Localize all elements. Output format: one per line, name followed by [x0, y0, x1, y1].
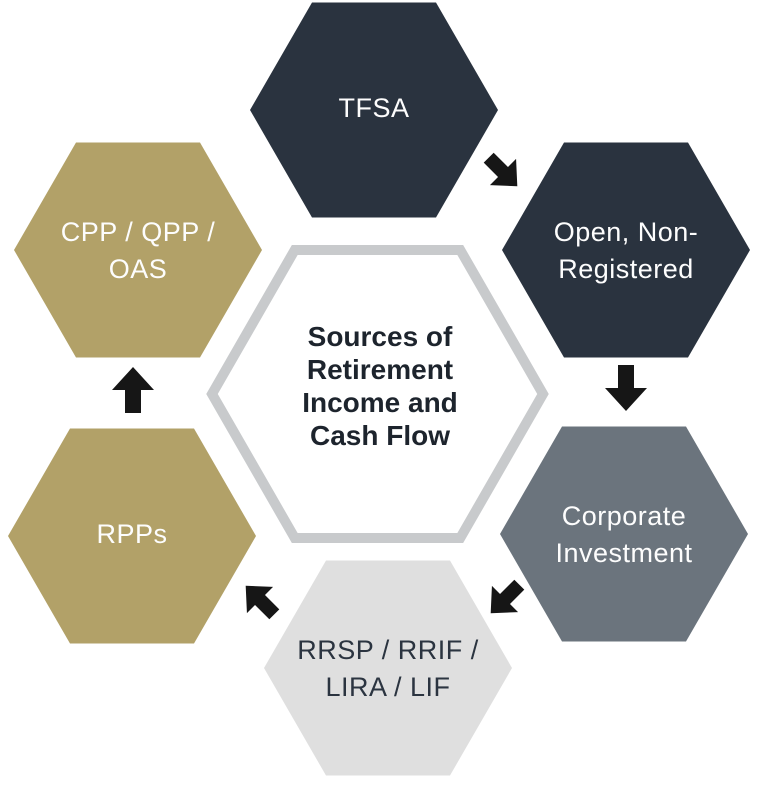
- hexagon-corporate-investment-label-line1: Corporate: [562, 501, 687, 531]
- hexagon-tfsa: TFSA: [250, 2, 498, 218]
- hexagon-open-non-registered-label-line1: Open, Non-: [554, 217, 699, 247]
- arrow-open-to-corporate-icon: [605, 365, 647, 411]
- arrow-glyph: [112, 367, 154, 413]
- hexagon-open-non-registered-shape: [502, 142, 750, 358]
- hexagon-rpps-label: RPPs: [96, 519, 167, 549]
- hexagon-corporate-investment-shape: [500, 426, 748, 642]
- center-title-line2: Retirement: [307, 354, 453, 385]
- hexagon-rpps: RPPs: [8, 428, 256, 644]
- hexagon-cpp-qpp-oas: CPP / QPP / OAS: [14, 142, 262, 358]
- arrow-tfsa-to-open-icon: [483, 152, 518, 187]
- hexagon-corporate-investment-label-line2: Investment: [555, 538, 692, 568]
- arrow-rpps-to-cpp-icon: [112, 367, 154, 413]
- hexagon-rpps-shape: [8, 428, 256, 644]
- center-title-line1: Sources of: [308, 321, 453, 352]
- center-title-line4: Cash Flow: [310, 420, 450, 451]
- center-title-line3: Income and: [302, 387, 458, 418]
- hexagon-corporate-investment: Corporate Investment: [500, 426, 748, 642]
- arrow-glyph: [490, 579, 525, 614]
- hexagon-rrsp-rrif-lira-lif: RRSP / RRIF / LIRA / LIF: [264, 560, 512, 776]
- hexagon-cpp-qpp-oas-label-line1: CPP / QPP /: [61, 217, 216, 247]
- hexagon-open-non-registered-label-line2: Registered: [558, 254, 694, 284]
- center-hexagon: Sources of Retirement Income and Cash Fl…: [206, 245, 549, 543]
- hexagon-cpp-qpp-oas-shape: [14, 142, 262, 358]
- center-hexagon-outline: [206, 245, 549, 543]
- hexagon-tfsa-label: TFSA: [338, 93, 409, 123]
- arrow-glyph: [605, 365, 647, 411]
- hexagon-cpp-qpp-oas-label-line2: OAS: [109, 254, 168, 284]
- hexagon-tfsa-shape: [250, 2, 498, 218]
- arrow-corporate-to-rrsp-icon: [490, 579, 525, 614]
- hexagon-rrsp-rrif-lira-lif-shape: [264, 560, 512, 776]
- hexagon-open-non-registered: Open, Non- Registered: [502, 142, 750, 358]
- arrow-glyph: [245, 585, 280, 620]
- hexagon-rrsp-rrif-lira-lif-label-line1: RRSP / RRIF /: [297, 635, 479, 665]
- arrow-rrsp-to-rpps-icon: [245, 585, 280, 620]
- hexagon-rrsp-rrif-lira-lif-label-line2: LIRA / LIF: [325, 672, 450, 702]
- arrow-glyph: [483, 152, 518, 187]
